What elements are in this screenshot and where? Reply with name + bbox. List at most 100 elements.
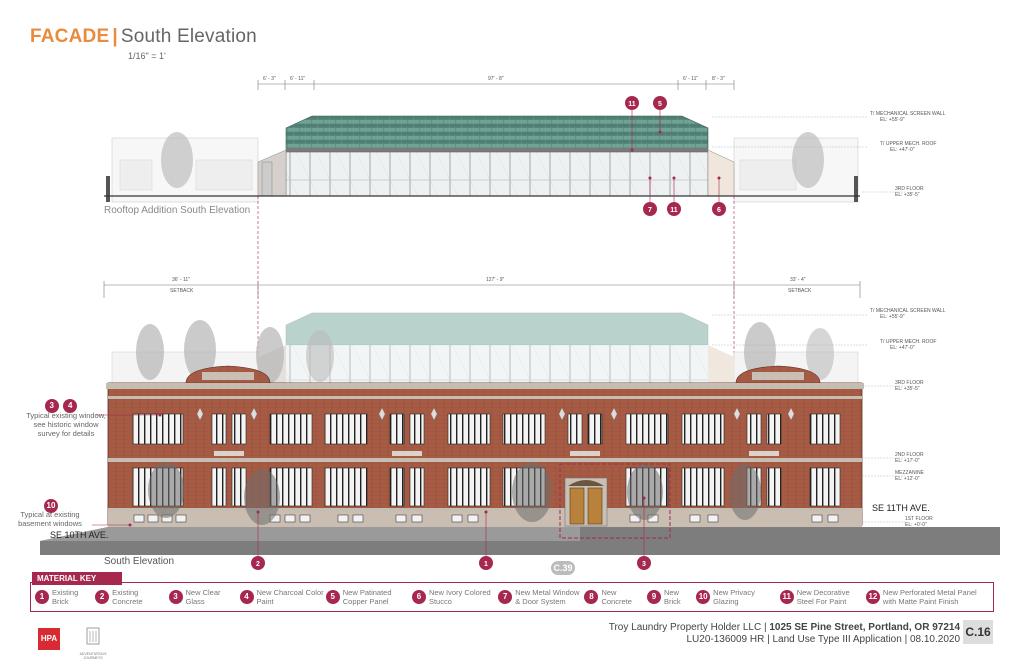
detail-reference-badge[interactable]: C.39 <box>551 561 575 575</box>
drawing-scale: 1/16" = 1' <box>128 51 166 61</box>
upper-windows <box>132 413 841 445</box>
rooftop-level-name-3: 3RD FLOOR <box>895 186 924 192</box>
main-level-name-5: MEZZANINE <box>895 470 925 476</box>
street-right-label: SE 11TH AVE. <box>872 503 930 513</box>
note-basement-bubble: 10 <box>44 499 58 513</box>
street-left-label: SE 10TH AVE. <box>50 530 109 540</box>
sheet-number: C.16 <box>963 620 993 644</box>
rooftop-level-name-1: T/ MECHANICAL SCREEN WALL <box>870 111 946 117</box>
callout-rooftop-6: 6 <box>712 202 726 216</box>
material-key-label: New Decorative Steel For Paint <box>796 588 850 606</box>
callout-main-3-text: 3 <box>642 561 646 568</box>
main-view-label: South Elevation <box>104 556 175 567</box>
footer-application: LU20-136009 HR | Land Use Type III Appli… <box>686 634 960 645</box>
main-level-name-3: 3RD FLOOR <box>895 380 924 386</box>
note-basement-text: Typical at existing basement windows <box>18 510 82 528</box>
adventurous-journeys-logo: ADVENTUROUS JOURNEYS <box>78 626 108 660</box>
rooftop-dim-5: 8' - 3" <box>712 76 725 82</box>
main-dim-right: 33' - 4" <box>790 277 806 283</box>
rooftop-dim-4: 6' - 11" <box>683 76 698 82</box>
material-key-number: 11 <box>779 590 794 604</box>
main-setback-right: SETBACK <box>788 288 812 294</box>
rooftop-level-el-2: EL: +47'-0" <box>890 147 915 153</box>
note-window-bubble-3: 3 <box>44 399 59 413</box>
page-title: FACADE|South Elevation <box>30 26 257 48</box>
main-level-el-3: EL: +35'-5" <box>895 386 920 392</box>
rooftop-dim-3: 97' - 8" <box>488 76 504 82</box>
material-key-number: 5 <box>325 590 340 604</box>
note-basement-callout: 10 <box>44 495 58 513</box>
callout-rooftop-7: 7 <box>643 202 657 216</box>
material-key-label: New Charcoal Color Paint <box>256 588 324 606</box>
material-key-label: Existing Brick <box>52 588 79 606</box>
main-level-el-6: EL: +0'-0" <box>905 522 927 528</box>
footer-owner: Troy Laundry Property Holder LLC | <box>608 622 770 633</box>
main-level-el-2: EL: +47'-0" <box>890 345 915 351</box>
note-window-bubble-4: 4 <box>63 399 78 413</box>
material-key-label: New Patinated Copper Panel <box>342 588 392 606</box>
callout-rooftop-5: 5 <box>653 96 667 110</box>
callout-main-3: 3 <box>637 556 651 570</box>
main-level-name-4: 2ND FLOOR <box>895 452 924 458</box>
footer-address: 1025 SE Pine Street, Portland, OR 97214 <box>769 622 960 633</box>
callout-rooftop-11b: 11 <box>667 202 681 216</box>
rooftop-level-marks: T/ MECHANICAL SCREEN WALL EL: +55'-9" T/… <box>712 111 946 198</box>
callout-main-2-text: 2 <box>256 561 260 568</box>
main-level-name-6: 1ST FLOOR <box>905 516 933 522</box>
main-level-el-1: EL: +55'-9" <box>880 314 905 320</box>
material-key-label: New Ivory Colored Stucco <box>428 588 491 606</box>
note-window-text: Typical existing window, see historic wi… <box>26 411 106 438</box>
material-key-label: New Privacy Glazing <box>713 588 755 606</box>
callout-rooftop-7-text: 7 <box>648 207 652 214</box>
material-key-number: 8 <box>584 590 599 604</box>
main-dim-center: 127' - 9" <box>486 277 505 283</box>
material-key-label: New Concrete <box>601 588 632 606</box>
main-dim-left: 36' - 11" <box>172 277 190 283</box>
material-key-number: 4 <box>239 590 254 604</box>
main-level-name-2: T/ UPPER MECH. ROOF <box>880 339 936 345</box>
material-key-number: 12 <box>865 590 880 604</box>
material-key-label: New Brick <box>663 588 681 606</box>
callout-rooftop-11a-text: 11 <box>628 101 636 108</box>
main-level-el-4: EL: +17'-0" <box>895 458 920 464</box>
logo2-text: ADVENTUROUS JOURNEYS <box>79 652 107 660</box>
main-level-el-5: EL: +12'-0" <box>895 476 920 482</box>
material-key-number: 9 <box>646 590 661 604</box>
material-key-label: New Metal Window & Door System <box>515 588 580 606</box>
material-key-number: 6 <box>411 590 426 604</box>
rooftop-elevation: 6' - 3" 6' - 11" 97' - 8" 6' - 11" 8' - … <box>104 76 946 216</box>
rooftop-dim-1: 6' - 3" <box>263 76 276 82</box>
note-window-callouts: 3 4 <box>36 395 86 413</box>
main-level-marks: T/ MECHANICAL SCREEN WALL EL: +55'-9" T/… <box>712 308 946 528</box>
callout-rooftop-6-text: 6 <box>717 207 721 214</box>
main-level-name-1: T/ MECHANICAL SCREEN WALL <box>870 308 946 314</box>
rooftop-dim-2: 6' - 11" <box>290 76 305 82</box>
title-main: FACADE <box>30 26 110 47</box>
material-key-number: 10 <box>696 590 711 604</box>
callout-rooftop-5-text: 5 <box>658 101 662 108</box>
material-key-label: New Perforated Metal Panel with Matte Pa… <box>882 588 977 606</box>
rooftop-level-el-1: EL: +55'-9" <box>880 117 905 123</box>
material-key-title: MATERIAL KEY <box>32 572 122 585</box>
main-elevation: 36' - 11" SETBACK 127' - 9" 33' - 4" SET… <box>40 277 1000 570</box>
hpa-logo: HPA <box>38 628 60 650</box>
rooftop-view-label: Rooftop Addition South Elevation <box>104 205 251 216</box>
material-key-number: 2 <box>95 590 110 604</box>
callout-main-2: 2 <box>251 556 265 570</box>
main-setback-left: SETBACK <box>170 288 194 294</box>
title-sub: South Elevation <box>120 26 257 47</box>
material-key-number: 3 <box>168 590 183 604</box>
